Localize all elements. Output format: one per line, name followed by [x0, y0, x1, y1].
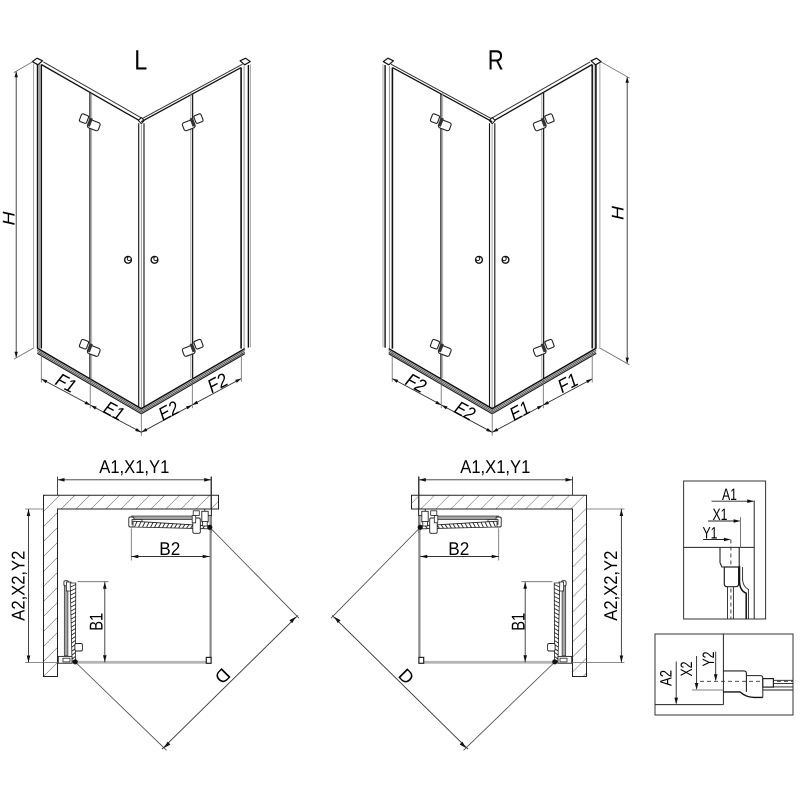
svg-text:H: H: [609, 205, 628, 220]
svg-text:X1: X1: [713, 506, 728, 524]
svg-text:A2: A2: [657, 670, 675, 686]
svg-text:A1,X1,Y1: A1,X1,Y1: [460, 456, 530, 477]
svg-text:B1: B1: [86, 613, 107, 631]
svg-text:Y1: Y1: [703, 525, 718, 543]
svg-text:A1,X1,Y1: A1,X1,Y1: [99, 456, 169, 477]
svg-text:A1: A1: [722, 486, 737, 504]
svg-text:B1: B1: [507, 613, 528, 631]
svg-text:A2,X2,Y2: A2,X2,Y2: [7, 551, 28, 621]
svg-text:L: L: [134, 45, 147, 76]
svg-text:H: H: [0, 211, 18, 226]
svg-text:R: R: [488, 45, 504, 76]
svg-text:Y2: Y2: [700, 652, 718, 667]
svg-text:B2: B2: [448, 538, 469, 559]
svg-text:B2: B2: [159, 538, 180, 559]
svg-text:A2,X2,Y2: A2,X2,Y2: [600, 551, 621, 621]
svg-text:X2: X2: [678, 662, 696, 677]
